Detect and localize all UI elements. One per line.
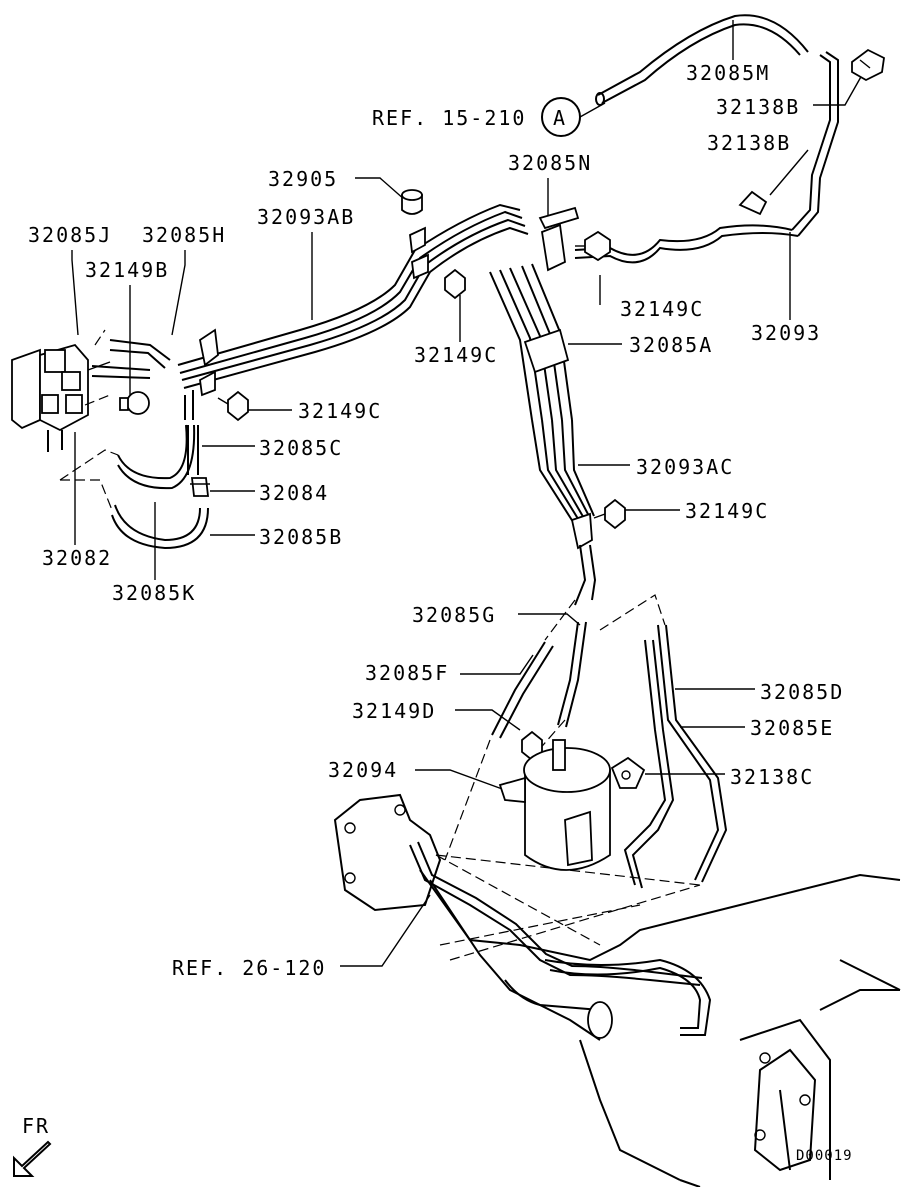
clip-32138C <box>610 756 646 789</box>
bolt-32149C-left <box>217 390 249 422</box>
label-32085G: 32085G <box>412 603 496 627</box>
hose-32085B <box>111 504 209 550</box>
label-32149C-right: 32149C <box>620 297 704 321</box>
hose-32085M <box>595 14 839 237</box>
label-32082: 32082 <box>42 546 112 570</box>
label-32149C-mid: 32149C <box>414 343 498 367</box>
hose-32085J <box>91 365 151 379</box>
canister-32094 <box>498 739 611 871</box>
label-ref-26-120: REF. 26-120 <box>172 956 326 980</box>
label-32138B: 32138B <box>707 131 791 155</box>
bolt-32149C-right <box>575 230 611 262</box>
hose-32085E <box>623 639 675 889</box>
fr-arrow-icon <box>13 1140 52 1177</box>
label-32085H: 32085H <box>142 223 226 247</box>
label-32138C: 32138C <box>730 765 814 789</box>
label-32093AB: 32093AB <box>257 205 355 229</box>
harness-32093AC <box>531 419 597 606</box>
label-32085K: 32085K <box>112 581 196 605</box>
label-32149C-left: 32149C <box>298 399 382 423</box>
hose-32085D <box>657 624 728 883</box>
cap-32905 <box>401 189 423 215</box>
label-32093: 32093 <box>751 321 821 345</box>
label-32085F: 32085F <box>365 661 449 685</box>
label-32085C: 32085C <box>259 436 343 460</box>
dashed-links-lower <box>435 594 701 961</box>
label-32149D: 32149D <box>352 699 436 723</box>
label-32085B: 32085B <box>259 525 343 549</box>
hose-32085G <box>557 621 587 728</box>
label-32905: 32905 <box>268 167 338 191</box>
label-32085E: 32085E <box>750 716 834 740</box>
pipe-ref-26-120 <box>409 841 703 986</box>
fr-label: FR <box>22 1114 50 1138</box>
bolt-32149C-lower <box>593 498 626 530</box>
hose-32085H <box>109 339 171 369</box>
clip-32138B <box>738 190 768 216</box>
clip-32138B-top <box>851 48 885 82</box>
harness-32093AB <box>177 203 529 420</box>
valve-32149B <box>119 391 150 415</box>
label-32138B-top: 32138B <box>716 95 800 119</box>
hose-32085C <box>187 425 199 475</box>
label-32149B: 32149B <box>85 258 169 282</box>
label-32149C-lower: 32149C <box>685 499 769 523</box>
ref-a-letter: A <box>553 106 567 130</box>
connector-32084 <box>190 477 210 497</box>
label-32085N: 32085N <box>508 151 592 175</box>
bundle-32085A <box>489 263 573 421</box>
dashed-links-left <box>59 329 119 511</box>
label-32085J: 32085J <box>28 223 112 247</box>
label-32084: 32084 <box>259 481 329 505</box>
label-32085M: 32085M <box>686 61 770 85</box>
label-32094: 32094 <box>328 758 398 782</box>
label-ref-15-210: REF. 15-210 <box>372 106 526 130</box>
label-32085A: 32085A <box>629 333 713 357</box>
bolt-32149C-mid <box>444 268 466 300</box>
label-32085D: 32085D <box>760 680 844 704</box>
leader-lines <box>71 20 863 967</box>
hose-32085F <box>491 641 554 739</box>
axle-structure <box>333 793 901 1187</box>
line-32093 <box>574 224 799 264</box>
label-32093AC: 32093AC <box>636 455 734 479</box>
solenoid-valve-32082 <box>11 343 111 452</box>
hose-32085K <box>117 424 196 490</box>
bracket-32085N <box>538 206 580 272</box>
